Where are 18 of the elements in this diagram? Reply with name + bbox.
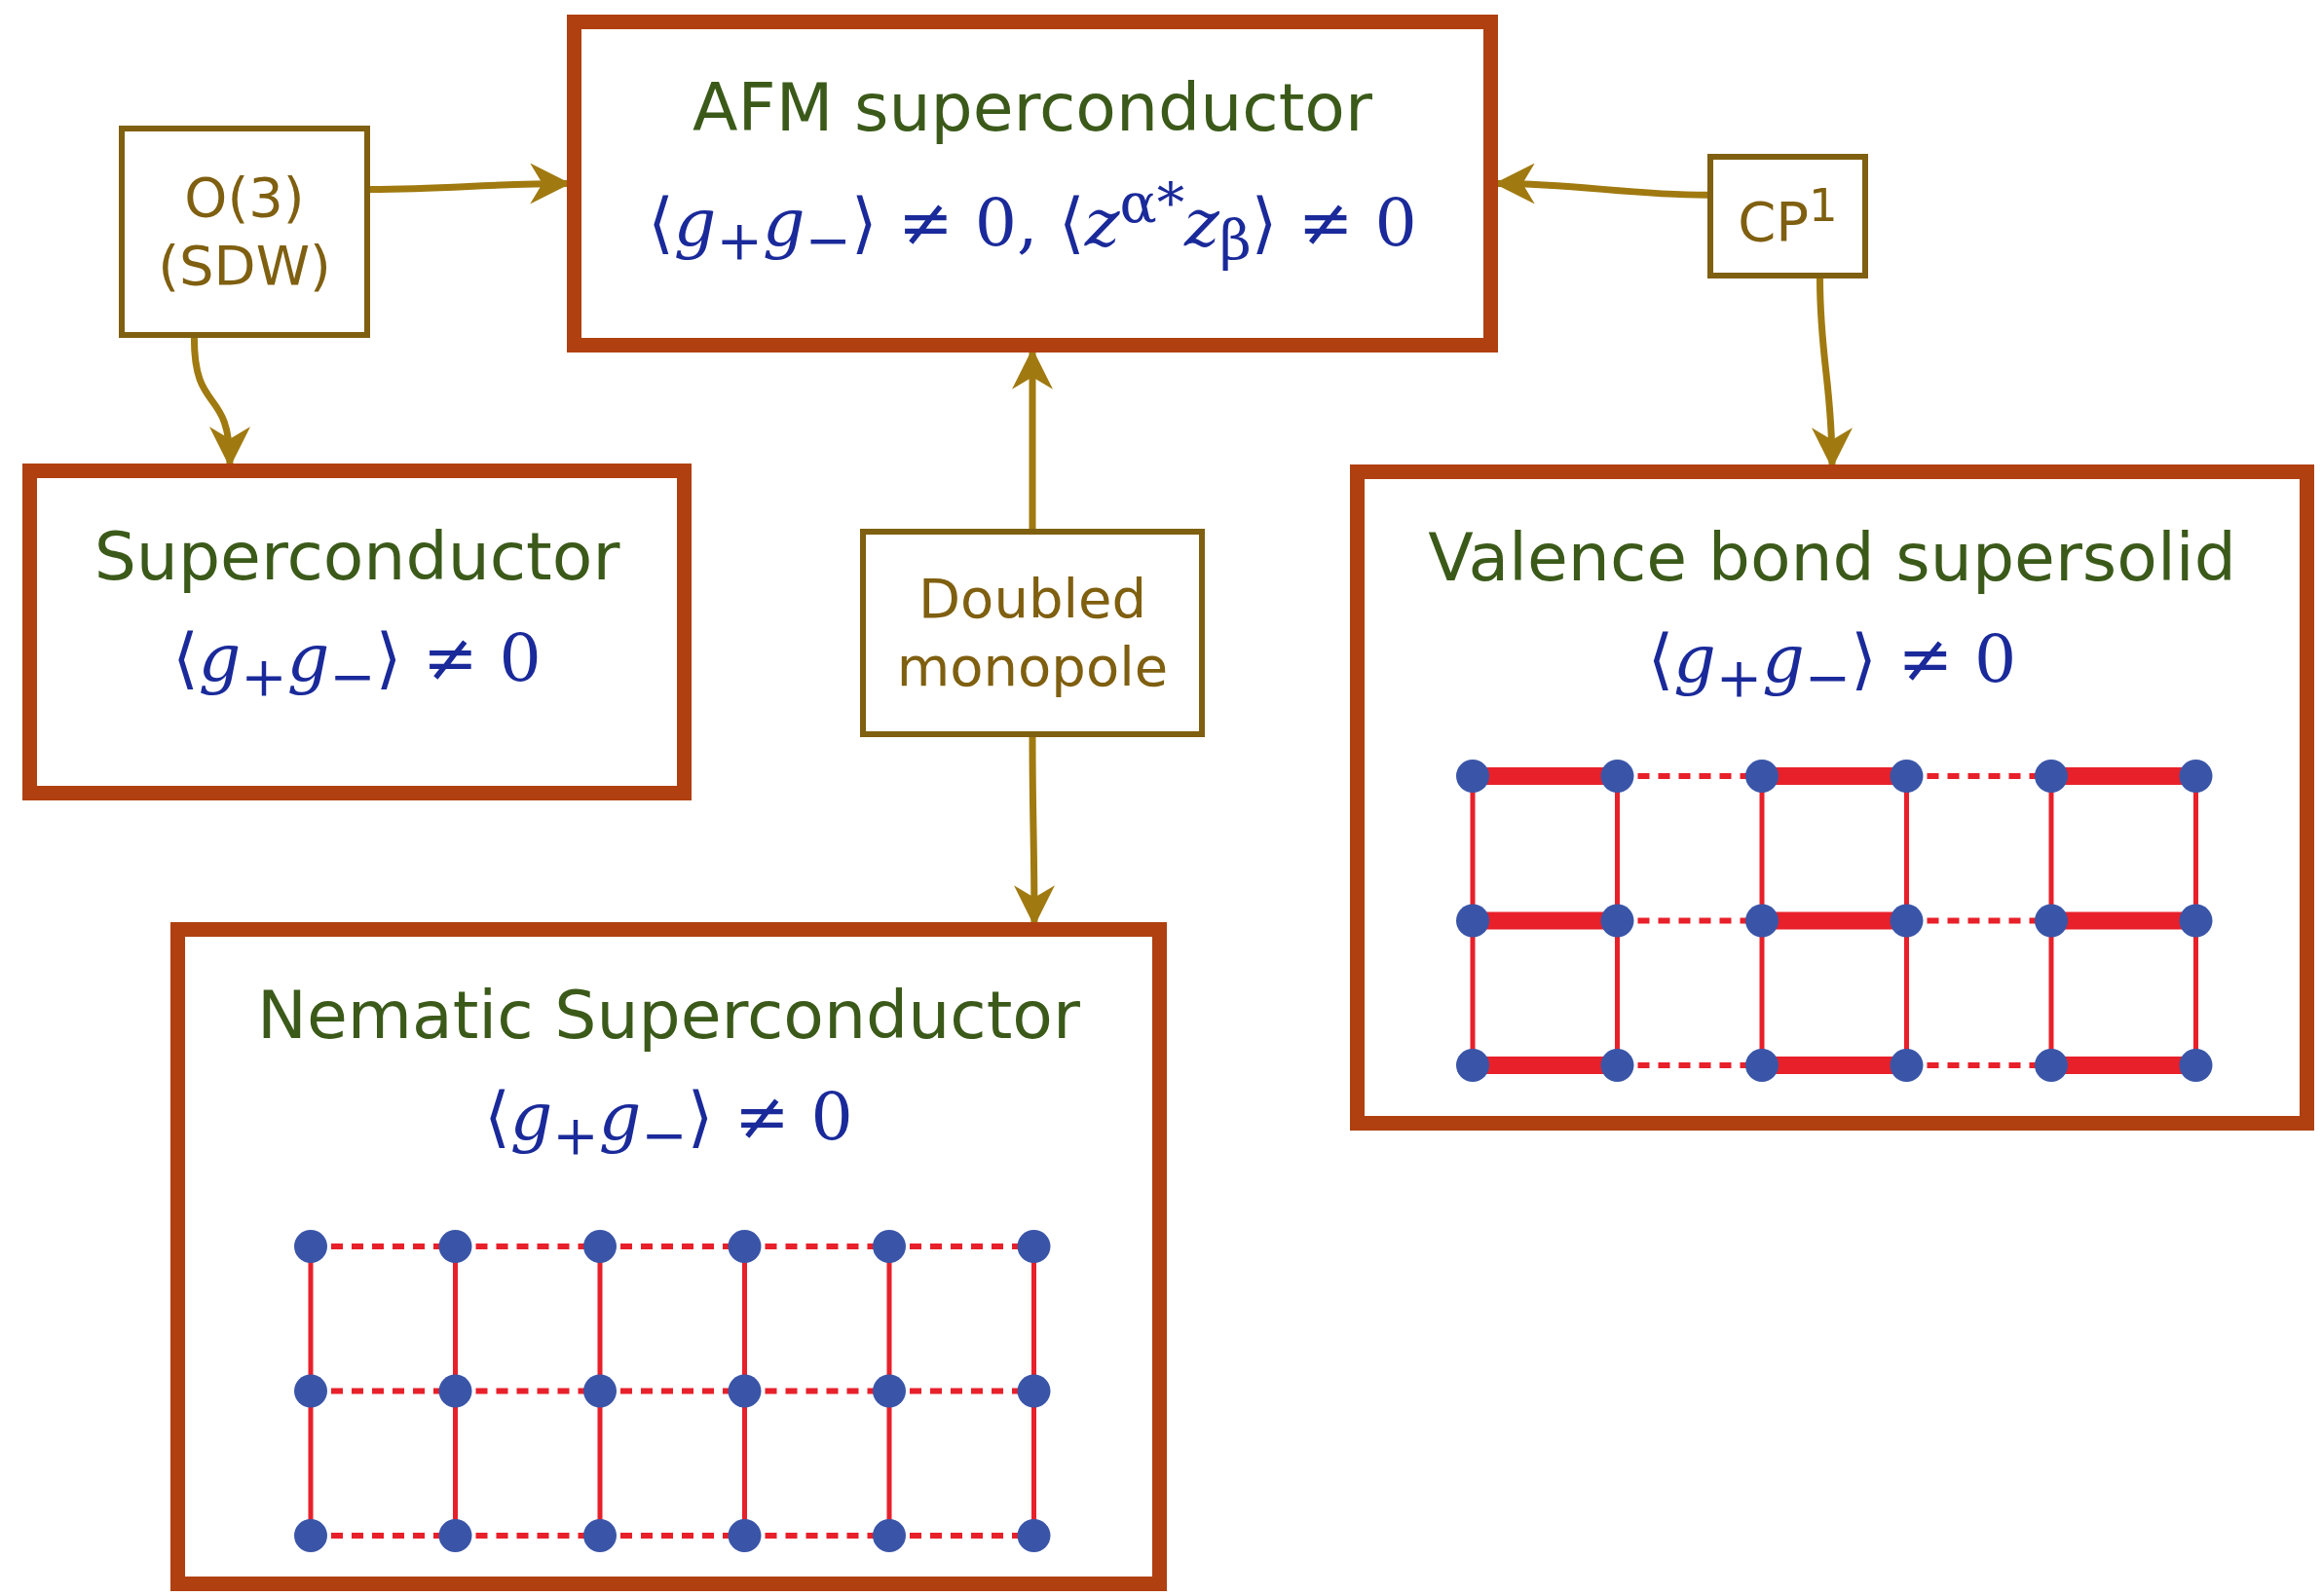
phase-box: [22, 464, 692, 800]
order-parameter-formula: ⟨g$_{+}$g$_{−}$⟩ ≠ 0: [1647, 618, 2017, 710]
box-label: O(3) (SDW): [157, 165, 332, 299]
phase-box: [567, 15, 1498, 353]
box-label: Doubled monopole: [895, 566, 1170, 700]
label-box: [119, 126, 370, 338]
phase-box: [1350, 464, 2314, 1131]
order-parameter-formula: ⟨g$_{+}$g$_{−}$⟩ ≠ 0: [484, 1076, 853, 1168]
order-parameter-formula: ⟨g$_{+}$g$_{−}$⟩ ≠ 0: [172, 617, 542, 709]
order-parameter-formula: ⟨g$_{+}$g$_{−}$⟩ ≠ 0, ⟨z$^{α*}$z$_{β}$⟩ ≠ 0: [648, 168, 1417, 273]
label-box: [860, 529, 1205, 737]
box-label: CP$^{1}$: [1738, 177, 1838, 255]
phase-title: Valence bond supersolid: [1428, 518, 2236, 598]
label-box: [1707, 154, 1868, 278]
phase-title: Nematic Superconductor: [257, 976, 1080, 1056]
phase-title: AFM superconductor: [693, 68, 1372, 148]
phase-box: [170, 922, 1167, 1591]
phase-title: Superconductor: [94, 517, 620, 597]
